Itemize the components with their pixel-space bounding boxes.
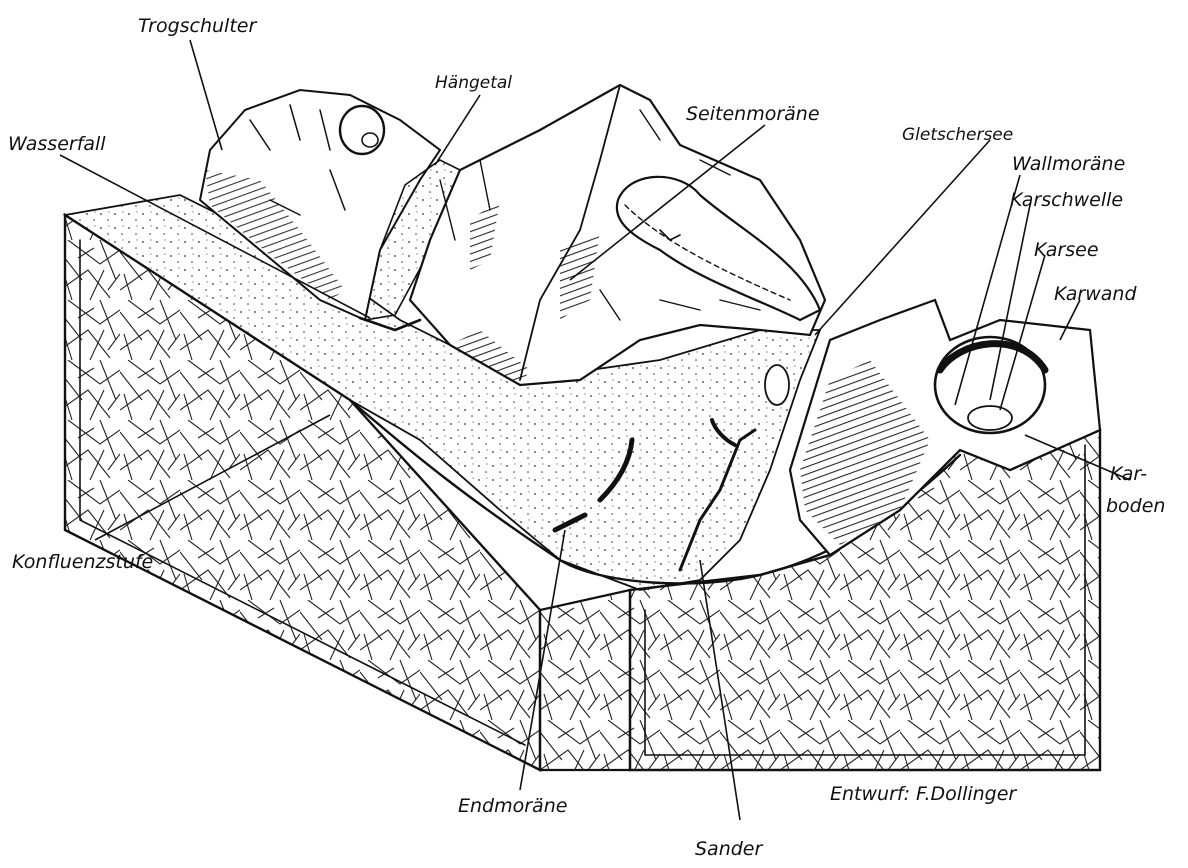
leader-trogschulter [190, 40, 222, 150]
label-karboden-line1: Kar- [1110, 463, 1147, 485]
label-karwand: Karwand [1054, 283, 1137, 305]
label-trogschulter: Trogschulter [138, 15, 257, 37]
label-wallmoraene: Wallmoräne [1012, 153, 1125, 175]
leader-gletschersee [815, 140, 990, 335]
hanging-cirque [340, 106, 384, 154]
cirque-lake [968, 406, 1012, 430]
label-credit: Entwurf: F.Dollinger [830, 783, 1017, 805]
leader-haengetal [435, 95, 480, 165]
label-seitenmoraene: Seitenmoräne [686, 103, 820, 125]
label-gletschersee: Gletschersee [902, 125, 1013, 145]
label-wasserfall: Wasserfall [8, 133, 106, 155]
label-karschwelle: Karschwelle [1010, 189, 1123, 211]
label-karboden-line2: boden [1106, 495, 1165, 517]
label-endmoraene: Endmoräne [458, 795, 567, 817]
label-haengetal: Hängetal [435, 73, 512, 93]
corner-edge-face [540, 590, 630, 770]
glacier-lake-small [765, 365, 789, 405]
label-karsee: Karsee [1034, 239, 1099, 261]
label-konfluenzstufe: Konfluenzstufe [12, 551, 153, 573]
label-sander: Sander [695, 838, 763, 860]
